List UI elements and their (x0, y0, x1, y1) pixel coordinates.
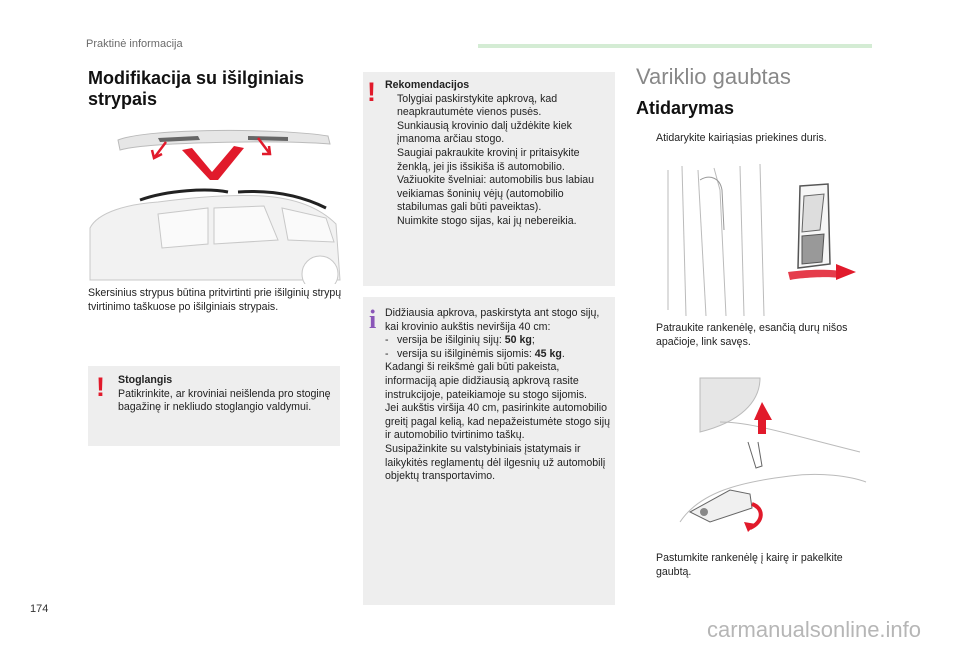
hood-heading: Variklio gaubtas (636, 64, 791, 89)
bullet-icon (385, 147, 397, 174)
watermark: carmanualsonline.info (707, 617, 922, 642)
sunroof-warning-box: ! Stoglangis Patikrinkite, ar kroviniai … (88, 366, 340, 446)
info-intro: Didžiausia apkrova, paskirstyta ant stog… (385, 307, 600, 333)
roof-bars-illustration (88, 124, 342, 293)
max-load-info-box: i Didžiausia apkrova, paskirstyta ant st… (363, 297, 615, 605)
info-icon: i (369, 305, 377, 334)
bullet-icon (385, 174, 397, 215)
bullet-icon (640, 132, 656, 146)
list-item: Sunkiausią krovinio dalį uždėkite kiek į… (385, 120, 611, 147)
opening-subheading: Atidarymas (636, 98, 735, 118)
recommendations-box: ! Rekomendacijos Tolygiai paskirstykite … (363, 72, 615, 286)
step-item: Patraukite rankenėlę, esančią durų nišos… (640, 322, 880, 349)
info-paragraph: Kadangi ši reikšmė gali būti pakeista, i… (385, 361, 587, 401)
bullet-icon (385, 93, 397, 120)
bullet-icon (385, 120, 397, 147)
section-heading: Modifikacija su išilginiais strypais (88, 68, 305, 109)
info-paragraph: Jei aukštis viršija 40 cm, pasirinkite a… (385, 402, 610, 442)
header-bar (478, 44, 872, 48)
load-value: 45 kg (534, 347, 562, 360)
load-value: 50 kg (504, 334, 532, 347)
sunroof-warning-body: Patikrinkite, ar kroviniai neišlenda pro… (118, 387, 331, 414)
list-item: Nuimkite stogo sijas, kai jų nebereikia. (385, 215, 611, 229)
info-paragraph: Susipažinkite su valstybiniais įstatymai… (385, 442, 606, 483)
recommendations-text: Rekomendacijos Tolygiai paskirstykite ap… (385, 79, 611, 229)
list-item: Važiuokite švelniai: automobilis bus lab… (385, 174, 611, 215)
list-item: - versija su išilginėmis sijomis: 45 kg. (385, 347, 565, 360)
section-title: Praktinė informacija (86, 38, 183, 50)
sunroof-warning-text: Stoglangis Patikrinkite, ar kroviniai ne… (118, 374, 334, 415)
crossbar-paragraph: Skersinius strypus būtina pritvirtinti p… (88, 287, 342, 313)
step-item: Atidarykite kairiąsias priekines duris. (640, 132, 880, 146)
list-item: - versija be išilginių sijų: 50 kg; (385, 334, 535, 347)
hood-lever-illustration (660, 372, 870, 532)
step-item: Pastumkite rankenėlę į kairę ir pakelkit… (640, 552, 880, 579)
page-number: 174 (30, 603, 49, 615)
bullet-icon (640, 552, 656, 579)
sunroof-warning-title: Stoglangis (118, 374, 173, 386)
door-lever-illustration (660, 160, 870, 320)
bullet-icon (385, 215, 397, 229)
warning-icon: ! (367, 77, 376, 107)
list-item: Tolygiai paskirstykite apkrovą, kad neap… (385, 93, 611, 120)
list-item: Saugiai pakraukite krovinį ir pritaisyki… (385, 147, 611, 174)
bullet-icon (640, 322, 656, 349)
warning-icon: ! (96, 372, 105, 402)
max-load-info-text: Didžiausia apkrova, paskirstyta ant stog… (385, 307, 611, 484)
recommendations-title: Rekomendacijos (385, 79, 470, 91)
